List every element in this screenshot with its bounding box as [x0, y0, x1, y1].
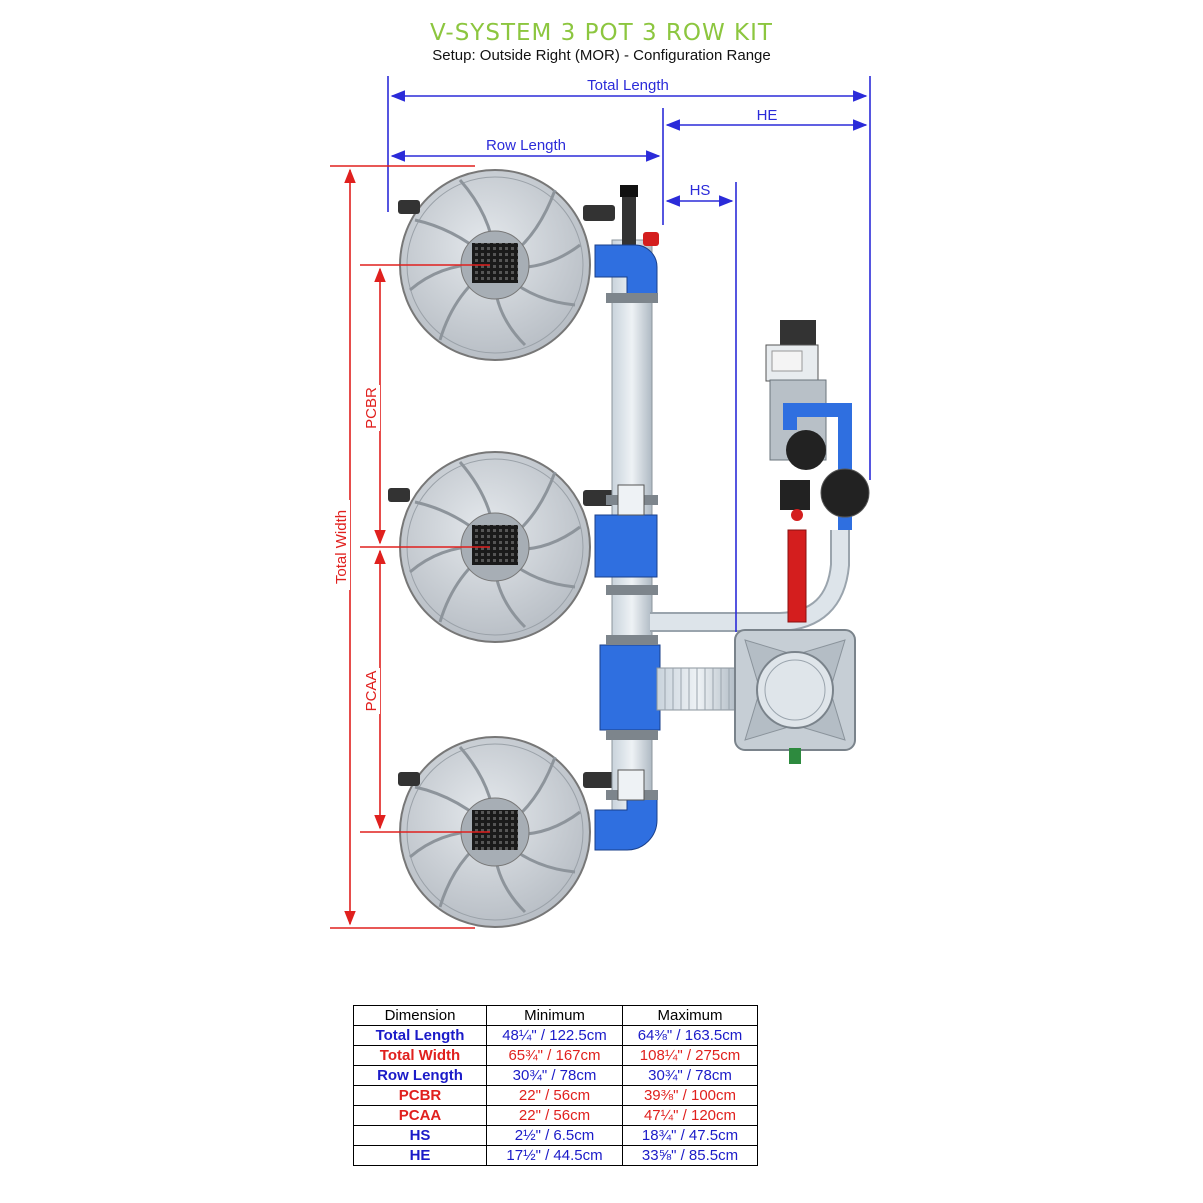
column-header: Minimum: [486, 1005, 623, 1026]
system-layout-diagram: Total Length HE Row Length HS Total Widt…: [330, 76, 871, 929]
manifold-red-valve: [643, 232, 659, 246]
table-row: HE 17½" / 44.5cm 33⅝" / 85.5cm: [353, 1145, 758, 1166]
row-dimension: Row Length: [353, 1065, 487, 1086]
row-minimum: 22" / 56cm: [486, 1105, 623, 1126]
table-row: PCAA 22" / 56cm 47¼" / 120cm: [353, 1105, 758, 1126]
table-row: Total Length 48¼" / 122.5cm 64⅜" / 163.5…: [353, 1025, 758, 1046]
row-maximum: 33⅝" / 85.5cm: [622, 1145, 758, 1166]
row-maximum: 108¼" / 275cm: [622, 1045, 758, 1066]
hs-label: HS: [690, 182, 711, 199]
row-dimension: HS: [353, 1125, 487, 1146]
pot-drain-grate: [472, 243, 518, 283]
reservoir-tank: [734, 629, 856, 764]
diagram-title: V-SYSTEM 3 POT 3 ROW KIT: [430, 20, 773, 46]
pcbr-label: PCBR: [363, 387, 380, 429]
column-header: Dimension: [353, 1005, 487, 1026]
row-minimum: 65¾" / 167cm: [486, 1045, 623, 1066]
pot-bottom: [398, 736, 615, 928]
he-label: HE: [757, 107, 778, 124]
row-dimension: PCBR: [353, 1085, 487, 1106]
pump-valve-icon: [786, 430, 826, 470]
total-width-label: Total Width: [333, 510, 350, 584]
row-dimension: HE: [353, 1145, 487, 1166]
pot-drain-grate: [472, 525, 518, 565]
row-minimum: 22" / 56cm: [486, 1085, 623, 1106]
feed-line: [787, 529, 807, 623]
row-dimension: Total Width: [353, 1045, 487, 1066]
pump-assembly: [765, 320, 870, 623]
table-row: PCBR 22" / 56cm 39⅜" / 100cm: [353, 1085, 758, 1106]
flex-hose: [656, 667, 740, 711]
table-header-row: Dimension Minimum Maximum: [353, 1005, 758, 1026]
diagram-subtitle: Setup: Outside Right (MOR) - Configurati…: [432, 47, 771, 64]
pcaa-label: PCAA: [363, 671, 380, 712]
row-minimum: 2½" / 6.5cm: [486, 1125, 623, 1146]
row-maximum: 64⅜" / 163.5cm: [622, 1025, 758, 1046]
total-length-label: Total Length: [587, 77, 669, 94]
ball-valve-icon: [820, 468, 870, 518]
table-row: HS 2½" / 6.5cm 18¾" / 47.5cm: [353, 1125, 758, 1146]
row-dimension: Total Length: [353, 1025, 487, 1046]
row-maximum: 30¾" / 78cm: [622, 1065, 758, 1086]
table-row: Total Width 65¾" / 167cm 108¼" / 275cm: [353, 1045, 758, 1066]
pot-drain-grate: [472, 810, 518, 850]
table-row: Row Length 30¾" / 78cm 30¾" / 78cm: [353, 1065, 758, 1086]
row-dimension: PCAA: [353, 1105, 487, 1126]
row-maximum: 18¾" / 47.5cm: [622, 1125, 758, 1146]
row-maximum: 47¼" / 120cm: [622, 1105, 758, 1126]
column-header: Maximum: [622, 1005, 758, 1026]
dimension-range-table: Dimension Minimum Maximum Total Length 4…: [353, 1005, 758, 1166]
row-length-label: Row Length: [486, 137, 566, 154]
pot-middle: [388, 451, 615, 643]
row-maximum: 39⅜" / 100cm: [622, 1085, 758, 1106]
pot-top: [398, 169, 615, 361]
row-minimum: 48¼" / 122.5cm: [486, 1025, 623, 1046]
pump-label-plate: [771, 350, 803, 372]
drain-manifold: [594, 185, 661, 851]
row-minimum: 30¾" / 78cm: [486, 1065, 623, 1086]
row-minimum: 17½" / 44.5cm: [486, 1145, 623, 1166]
